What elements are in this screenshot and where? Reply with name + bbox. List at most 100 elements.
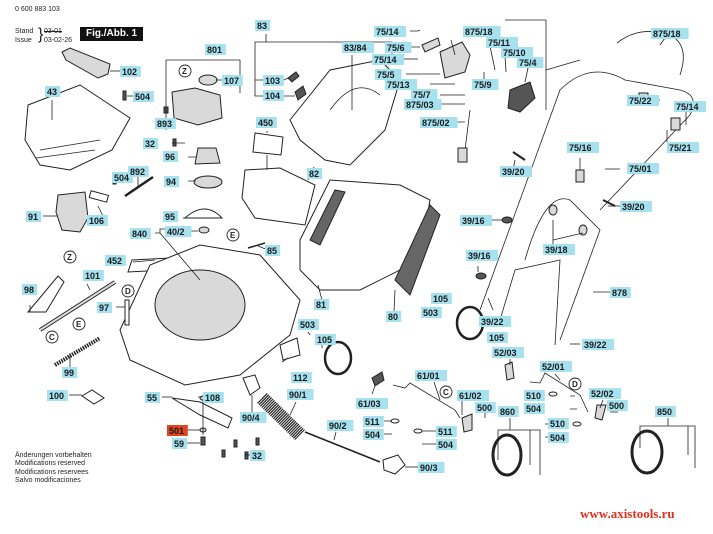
callout-61-01[interactable]: 61/01 — [415, 370, 447, 381]
part-511-washer[interactable] — [390, 418, 400, 424]
callout-75-13[interactable]: 75/13 — [385, 79, 417, 90]
part-90-1-roller[interactable] — [257, 392, 305, 441]
callout-503[interactable]: 503 — [298, 319, 319, 330]
part-112-flap[interactable] — [279, 337, 301, 361]
part-32-screw[interactable] — [255, 437, 260, 446]
callout-75-01[interactable]: 75/01 — [627, 163, 659, 174]
part-82-flap[interactable] — [241, 167, 316, 226]
part-32-screw[interactable] — [172, 138, 177, 147]
callout-504[interactable]: 504 — [133, 91, 154, 102]
callout-103[interactable]: 103 — [263, 75, 284, 86]
part-83-grassbox-lid[interactable] — [289, 59, 401, 166]
callout-90-1[interactable]: 90/1 — [287, 389, 314, 400]
callout-450[interactable]: 450 — [256, 117, 277, 128]
callout-878[interactable]: 878 — [610, 287, 631, 298]
callout-61-03[interactable]: 61/03 — [356, 398, 388, 409]
callout-104[interactable]: 104 — [263, 90, 284, 101]
callout-82[interactable]: 82 — [307, 168, 323, 179]
part-96-housing[interactable] — [194, 147, 221, 165]
part-102-carry-handle[interactable] — [61, 47, 111, 79]
callout-875-18[interactable]: 875/18 — [463, 26, 501, 37]
part-90-4-cap[interactable] — [242, 374, 261, 396]
callout-96[interactable]: 96 — [163, 151, 179, 162]
callout-510[interactable]: 510 — [548, 418, 569, 429]
part-43-motor-cover[interactable] — [24, 84, 131, 171]
part-95-belt[interactable] — [183, 208, 224, 219]
callout-39-20[interactable]: 39/20 — [620, 201, 652, 212]
part-511-washer[interactable] — [413, 428, 423, 434]
part-75-16-clip[interactable] — [575, 169, 585, 183]
callout-504[interactable]: 504 — [436, 439, 457, 450]
part-32-screw[interactable] — [233, 439, 238, 448]
callout-75-14[interactable]: 75/14 — [674, 101, 706, 112]
callout-80[interactable]: 80 — [386, 311, 402, 322]
callout-98[interactable]: 98 — [22, 284, 38, 295]
callout-75-14[interactable]: 75/14 — [374, 26, 406, 37]
callout-52-02[interactable]: 52/02 — [589, 388, 621, 399]
callout-81[interactable]: 81 — [314, 299, 330, 310]
callout-83[interactable]: 83 — [255, 20, 271, 31]
callout-860[interactable]: 860 — [498, 406, 519, 417]
callout-75-5[interactable]: 75/5 — [375, 69, 402, 80]
callout-32[interactable]: 32 — [250, 450, 266, 461]
part-61-03-bracket[interactable] — [371, 371, 385, 387]
callout-504[interactable]: 504 — [363, 429, 384, 440]
callout-75-7[interactable]: 75/7 — [411, 89, 438, 100]
callout-102[interactable]: 102 — [120, 66, 141, 77]
callout-101[interactable]: 101 — [83, 270, 104, 281]
callout-504[interactable]: 504 — [112, 172, 133, 183]
part-40-2-bearing[interactable] — [198, 226, 210, 234]
callout-105[interactable]: 105 — [487, 332, 508, 343]
callout-43[interactable]: 43 — [45, 86, 61, 97]
callout-90-3[interactable]: 90/3 — [418, 462, 445, 473]
callout-90-4[interactable]: 90/4 — [240, 412, 267, 423]
callout-875-02[interactable]: 875/02 — [420, 117, 458, 128]
callout-501[interactable]: 501 — [167, 425, 188, 436]
part-510-washer[interactable] — [572, 421, 582, 427]
part-90-3-cap[interactable] — [382, 454, 406, 475]
part-892-rod[interactable] — [124, 175, 154, 198]
callout-75-22[interactable]: 75/22 — [627, 95, 659, 106]
part-80-grassbox-side[interactable] — [394, 204, 441, 296]
callout-504[interactable]: 504 — [548, 432, 569, 443]
part-98-lever-part[interactable] — [26, 275, 65, 313]
callout-52-01[interactable]: 52/01 — [540, 361, 572, 372]
part-52-03-bracket[interactable] — [504, 361, 515, 381]
part-52-02-bracket[interactable] — [594, 404, 607, 421]
callout-39-22[interactable]: 39/22 — [479, 316, 511, 327]
part-103-clip[interactable] — [287, 71, 300, 83]
callout-85[interactable]: 85 — [265, 245, 281, 256]
callout-106[interactable]: 106 — [87, 215, 108, 226]
callout-511[interactable]: 511 — [363, 416, 384, 427]
part-878-lower-handle-loop[interactable] — [524, 198, 601, 341]
part-875-02-plug[interactable] — [457, 147, 468, 163]
callout-500[interactable]: 500 — [607, 400, 628, 411]
callout-39-18[interactable]: 39/18 — [543, 244, 575, 255]
callout-75-6[interactable]: 75/6 — [385, 42, 412, 53]
part-39-18-knob[interactable] — [578, 224, 588, 236]
part-61-01-axle[interactable] — [392, 382, 461, 419]
callout-875-18[interactable]: 875/18 — [651, 28, 689, 39]
callout-39-20[interactable]: 39/20 — [500, 166, 532, 177]
part-450-label[interactable] — [252, 132, 284, 156]
part-55-blade[interactable] — [171, 397, 233, 429]
callout-75-14[interactable]: 75/14 — [372, 54, 404, 65]
part-107-cap[interactable] — [198, 74, 218, 86]
part-91-bracket[interactable] — [55, 191, 89, 233]
callout-75-10[interactable]: 75/10 — [501, 47, 533, 58]
callout-105[interactable]: 105 — [431, 293, 452, 304]
callout-504[interactable]: 504 — [524, 403, 545, 414]
callout-503[interactable]: 503 — [421, 307, 442, 318]
callout-112[interactable]: 112 — [291, 372, 312, 383]
part-99-spring[interactable] — [53, 336, 102, 367]
part-801-motor-assembly[interactable] — [171, 87, 223, 126]
part-75-4-switch-cover[interactable] — [507, 81, 536, 113]
callout-99[interactable]: 99 — [62, 367, 78, 378]
callout-100[interactable]: 100 — [47, 390, 68, 401]
callout-97[interactable]: 97 — [97, 302, 113, 313]
part-104-latch[interactable] — [294, 85, 307, 101]
callout-75-4[interactable]: 75/4 — [517, 57, 544, 68]
callout-95[interactable]: 95 — [163, 211, 179, 222]
part-878-lower-handle[interactable] — [499, 259, 561, 346]
part-100-plate[interactable] — [81, 389, 105, 405]
